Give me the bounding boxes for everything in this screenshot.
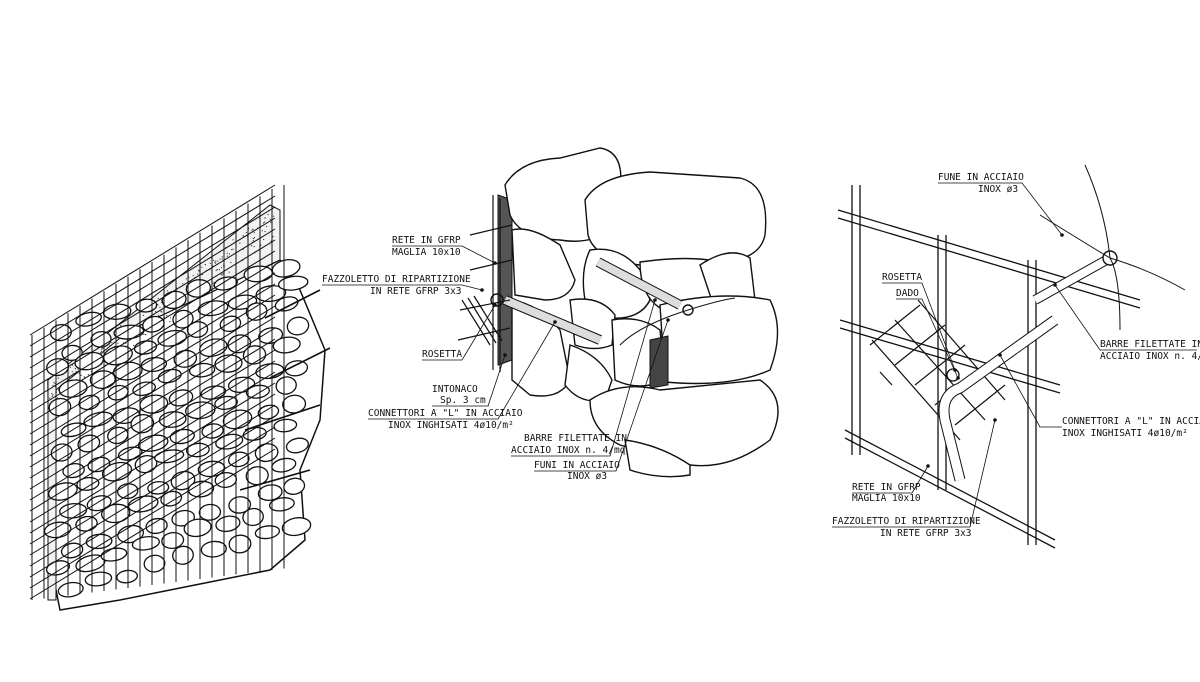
label-rete-right: RETE IN GFRP bbox=[852, 482, 921, 493]
label-inghisati-right: INOX INGHISATI 4ø10/m² bbox=[1062, 428, 1188, 439]
distribution-patch bbox=[869, 299, 1006, 441]
right-label-barre: BARRE FILETTATE IN ACCIAIO INOX n. 4/mq bbox=[1053, 283, 1200, 362]
mesh-rods-left bbox=[457, 195, 513, 372]
label-connettori: CONNETTORI A "L" IN ACCIAIO bbox=[368, 408, 523, 419]
label-acciaio: ACCIAIO INOX n. 4/mq bbox=[511, 445, 625, 456]
label-maglia: MAGLIA 10x10 bbox=[392, 247, 461, 258]
threaded-bar-right bbox=[1032, 253, 1113, 305]
label-fazzoletto: FAZZOLETTO DI RIPARTIZIONE bbox=[322, 274, 471, 285]
label-maglia-right: MAGLIA 10x10 bbox=[852, 493, 921, 504]
mid-label-connettori: CONNETTORI A "L" IN ACCIAIO INOX INGHISA… bbox=[368, 320, 557, 431]
wall-mesh-isometric bbox=[29, 184, 331, 611]
label-spessore: Sp. 3 cm bbox=[440, 395, 486, 406]
label-fazz-rete-right: IN RETE GFRP 3x3 bbox=[880, 528, 972, 539]
right-label-dado: DADO bbox=[896, 288, 960, 380]
label-fune: FUNE IN ACCIAIO bbox=[938, 172, 1024, 183]
threaded-bar bbox=[503, 257, 683, 345]
right-label-rete: RETE IN GFRP MAGLIA 10x10 bbox=[852, 464, 930, 504]
connector-detail-section bbox=[457, 147, 779, 478]
l-connector bbox=[938, 315, 1059, 482]
label-intonaco: INTONACO bbox=[432, 384, 478, 395]
mid-label-barre: BARRE FILETTATE IN ACCIAIO INOX n. 4/mq bbox=[511, 298, 657, 457]
label-fune-diam: INOX ø3 bbox=[978, 184, 1018, 195]
mesh-connector-detail bbox=[837, 164, 1186, 549]
right-label-connettori: CONNETTORI A "L" IN ACCIAIO INOX INGHISA… bbox=[998, 353, 1200, 439]
mid-label-rosetta: ROSETTA bbox=[422, 303, 497, 361]
detail-stones bbox=[504, 147, 779, 478]
label-acciaio-right: ACCIAIO INOX n. 4/mq bbox=[1100, 351, 1200, 362]
label-fazzoletto-right: FAZZOLETTO DI RIPARTIZIONE bbox=[832, 516, 981, 527]
label-inghisati: INOX INGHISATI 4ø10/m² bbox=[388, 420, 514, 431]
nut-icon bbox=[682, 304, 694, 316]
right-label-fazzoletto: FAZZOLETTO DI RIPARTIZIONE IN RETE GFRP … bbox=[832, 418, 997, 539]
mid-label-intonaco: INTONACO Sp. 3 cm bbox=[432, 353, 507, 407]
label-funi: FUNI IN ACCIAIO bbox=[534, 460, 620, 471]
right-label-fune: FUNE IN ACCIAIO INOX ø3 bbox=[938, 172, 1064, 237]
label-funi-diam: INOX ø3 bbox=[567, 471, 607, 482]
label-barre-right: BARRE FILETTATE IN bbox=[1100, 339, 1200, 350]
label-rete-gfrp: RETE IN GFRP bbox=[392, 235, 461, 246]
washer-icon bbox=[490, 293, 504, 307]
gfrp-mesh-right bbox=[837, 185, 1141, 549]
mesh-patch-right bbox=[649, 335, 669, 389]
mid-label-rete: RETE IN GFRP MAGLIA 10x10 bbox=[392, 235, 497, 265]
label-rosetta: ROSETTA bbox=[422, 349, 462, 360]
mid-label-funi: FUNI IN ACCIAIO INOX ø3 bbox=[534, 318, 670, 482]
label-rosetta-right: ROSETTA bbox=[882, 272, 922, 283]
label-dado: DADO bbox=[896, 288, 919, 299]
label-fazzoletto-rete: IN RETE GFRP 3x3 bbox=[370, 286, 462, 297]
mid-label-fazzoletto: FAZZOLETTO DI RIPARTIZIONE IN RETE GFRP … bbox=[322, 274, 484, 297]
label-barre: BARRE FILETTATE IN bbox=[524, 433, 627, 444]
washer-icon bbox=[946, 368, 960, 382]
steel-cable-right bbox=[1084, 164, 1121, 331]
label-connettori-right: CONNETTORI A "L" IN ACCIAIO bbox=[1062, 416, 1200, 427]
connector-lines bbox=[239, 289, 331, 491]
gfrp-mesh bbox=[29, 184, 285, 600]
